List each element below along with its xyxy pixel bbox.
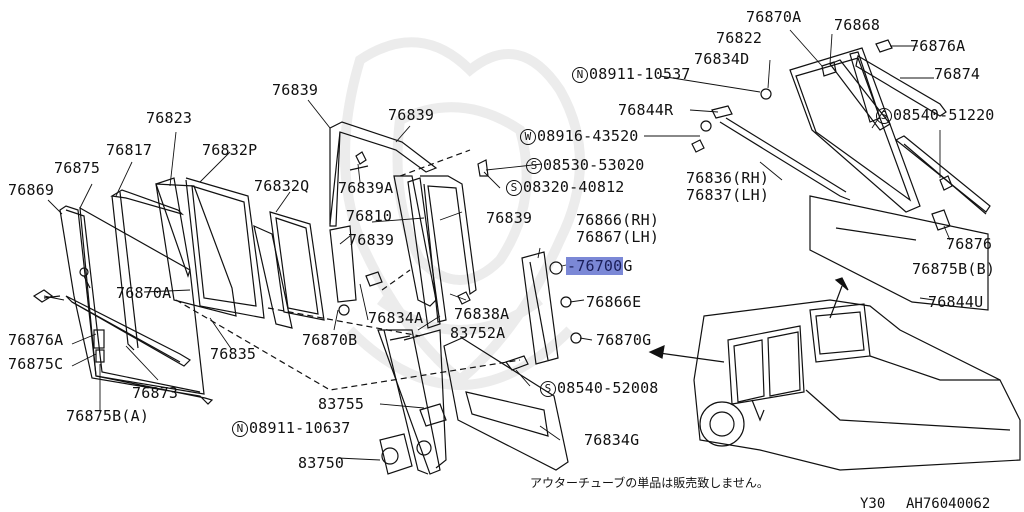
part-number: 08530-53020	[543, 156, 645, 174]
label-76875: 76875	[54, 159, 101, 177]
label-76835: 76835	[210, 345, 257, 363]
part-number: 08911-10637	[249, 419, 351, 437]
frame-76839	[329, 121, 438, 227]
label-83752A: 83752A	[450, 324, 506, 342]
label-76875C: 76875C	[8, 355, 64, 373]
highlighted-part-76700G[interactable]: -76700	[566, 257, 624, 275]
label-76870G: 76870G	[596, 331, 652, 349]
frame-76810	[407, 177, 441, 329]
footer-diagram-code: AH76040062	[906, 496, 991, 512]
label-76839-c: 76839	[486, 209, 533, 227]
label-76844R: 76844R	[618, 101, 674, 119]
symbol-w-icon: W	[520, 129, 536, 145]
label-83750: 83750	[298, 454, 345, 472]
label-76870A-left: 76870A	[116, 284, 172, 302]
label-76839-a: 76839	[272, 81, 319, 99]
label-76875BA: 76875B(A)	[66, 407, 150, 425]
label-76839A: 76839A	[338, 179, 394, 197]
symbol-n-icon: N	[232, 421, 248, 437]
note-not-sold-separately: アウターチューブの単品は販売致しません。	[530, 476, 769, 490]
watermark-emblem	[340, 37, 585, 390]
label-76876A-top: 76876A	[910, 37, 966, 55]
label-76837LH: 76837(LH)	[686, 186, 770, 204]
seal-76832Q	[269, 211, 325, 321]
molding-76874	[855, 55, 947, 117]
symbol-s-icon: S	[540, 381, 556, 397]
part-suffix: G	[623, 257, 633, 275]
label-76873: 76873	[132, 384, 179, 402]
label-76700G: -76700G	[566, 257, 633, 275]
part-number: 08911-10537	[589, 65, 691, 83]
label-76876A-left: 76876A	[8, 331, 64, 349]
strip-76835	[253, 224, 293, 329]
label-76867LH: 76867(LH)	[576, 228, 660, 246]
footer-model: Y30	[860, 496, 886, 512]
label-76868: 76868	[834, 16, 881, 34]
label-83755: 83755	[318, 395, 365, 413]
part-number: 08540-51220	[893, 106, 995, 124]
vehicle-body	[693, 299, 1021, 471]
label-76869: 76869	[8, 181, 55, 199]
sash-76869	[59, 205, 214, 405]
label-76834A: 76834A	[368, 309, 424, 327]
label-76834G: 76834G	[584, 431, 640, 449]
label-76839-d: 76839	[348, 231, 395, 249]
trim-76834G	[443, 337, 569, 471]
part-number: 08540-52008	[557, 379, 659, 397]
label-76822: 76822	[716, 29, 763, 47]
regulator-83755	[377, 329, 441, 475]
symbol-s-icon: S	[876, 108, 892, 124]
motor-83750	[379, 433, 413, 475]
symbol-n-icon: N	[572, 67, 588, 83]
label-76817: 76817	[106, 141, 153, 159]
label-76876: 76876	[946, 235, 993, 253]
label-76874: 76874	[934, 65, 981, 83]
label-76870A-top: 76870A	[746, 8, 802, 26]
glass-76875	[79, 206, 205, 395]
label-76866RH: 76866(RH)	[576, 211, 660, 229]
part-number: 08320-40812	[523, 178, 625, 196]
label-76875BB: 76875B(B)	[912, 260, 996, 278]
label-76839-b: 76839	[388, 106, 435, 124]
part-dash: -	[567, 257, 577, 275]
pillar-76866	[521, 251, 559, 365]
part-number: 76700	[576, 257, 623, 275]
label-76810: 76810	[346, 207, 393, 225]
label-76844U: 76844U	[928, 293, 984, 311]
symbol-s-icon: S	[506, 180, 522, 196]
label-76834D: 76834D	[694, 50, 750, 68]
strip-76873	[65, 295, 191, 367]
label-76870B: 76870B	[302, 331, 358, 349]
part-number: 08916-43520	[537, 127, 639, 145]
glass-76823	[155, 177, 191, 278]
label-76866E: 76866E	[586, 293, 642, 311]
board-76844U	[809, 195, 989, 311]
label-76838A: 76838A	[454, 305, 510, 323]
label-76832Q: 76832Q	[254, 177, 310, 195]
label-76823: 76823	[146, 109, 193, 127]
frame-76832P	[185, 177, 265, 319]
label-76832P: 76832P	[202, 141, 258, 159]
glass-76822	[789, 47, 921, 213]
symbol-s-icon: S	[526, 158, 542, 174]
label-76836RH: 76836(RH)	[686, 169, 770, 187]
